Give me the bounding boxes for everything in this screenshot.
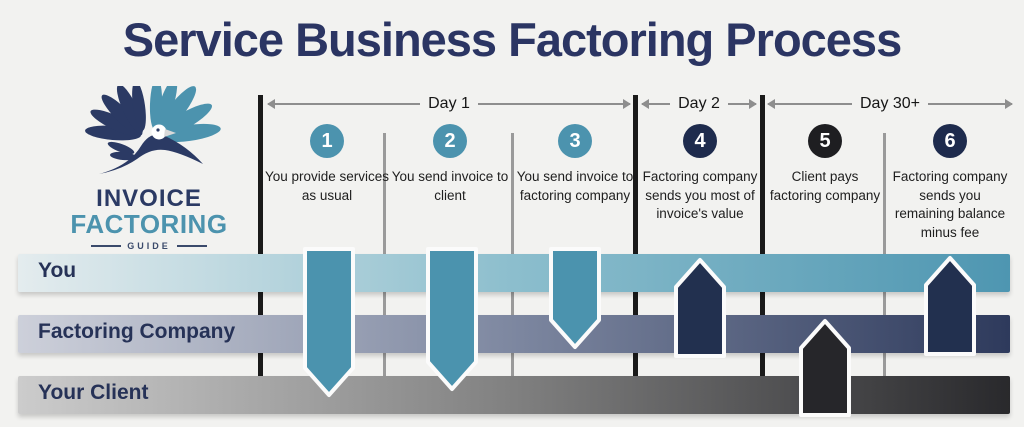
day1-arrow-right xyxy=(477,99,632,109)
divider-day1-start xyxy=(258,95,263,376)
divider-day2-start xyxy=(633,95,638,376)
logo-text-guide-row: GUIDE xyxy=(58,241,240,251)
page-title: Service Business Factoring Process xyxy=(122,13,902,66)
flow-arrow-step-2-down xyxy=(426,247,478,391)
day1-arrow-left xyxy=(266,99,421,109)
step-2-circle: 2 xyxy=(433,124,467,158)
logo-text-factoring: FACTORING xyxy=(70,209,228,240)
guide-rule-right xyxy=(176,245,207,248)
day2-label: Day 2 xyxy=(678,95,720,112)
step-6-description: Factoring company sends you remaining ba… xyxy=(892,169,1008,240)
step-5-number: 5 xyxy=(819,129,831,152)
invoice-factoring-guide-logo: INVOICE FACTORING GUIDE xyxy=(58,86,240,251)
flow-arrow-step-3-down xyxy=(549,247,601,349)
step-5-description: Client pays factoring company xyxy=(769,169,881,203)
step-3-circle: 3 xyxy=(558,124,592,158)
flow-arrow-step-5-up xyxy=(799,319,851,417)
eagle-icon xyxy=(85,86,221,174)
divider-day30-start xyxy=(760,95,765,376)
step-2-description: You send invoice to client xyxy=(391,169,509,203)
day30-arrow-left xyxy=(767,99,852,109)
step-6-circle: 6 xyxy=(933,124,967,158)
day-span-1: Day 1 xyxy=(266,95,632,113)
day30-arrow-right xyxy=(928,99,1013,109)
step-6-number: 6 xyxy=(944,129,956,152)
logo-text-invoice: INVOICE xyxy=(96,185,202,212)
day2-arrow-left xyxy=(640,99,671,109)
lane-label-factoring-company: Factoring Company xyxy=(38,320,236,343)
step-5-circle: 5 xyxy=(808,124,842,158)
step-1-number: 1 xyxy=(321,129,333,152)
step-1-circle: 1 xyxy=(310,124,344,158)
logo-text-guide: GUIDE xyxy=(127,241,171,252)
flow-arrow-step-1-down xyxy=(303,247,355,397)
step-2-number: 2 xyxy=(444,129,456,152)
lane-label-you: You xyxy=(38,259,77,282)
lane-you xyxy=(18,254,1010,292)
step-4-number: 4 xyxy=(694,129,706,152)
day-span-2: Day 2 xyxy=(640,95,758,113)
lane-label-your-client: Your Client xyxy=(38,381,149,404)
day1-label: Day 1 xyxy=(428,95,470,112)
step-3-number: 3 xyxy=(569,129,581,152)
day2-arrow-right xyxy=(727,99,758,109)
flow-arrow-step-6-up xyxy=(924,256,976,356)
guide-rule-left xyxy=(91,245,122,248)
day-span-30plus: Day 30+ xyxy=(767,95,1013,113)
lane-your-client xyxy=(18,376,1010,414)
step-4-circle: 4 xyxy=(683,124,717,158)
step-1-description: You provide services as usual xyxy=(264,169,390,203)
step-3-description: You send invoice to factoring company xyxy=(516,169,634,203)
flow-arrow-step-4-up xyxy=(674,258,726,358)
day30-label: Day 30+ xyxy=(859,95,921,112)
step-4-description: Factoring company sends you most of invo… xyxy=(642,169,758,222)
